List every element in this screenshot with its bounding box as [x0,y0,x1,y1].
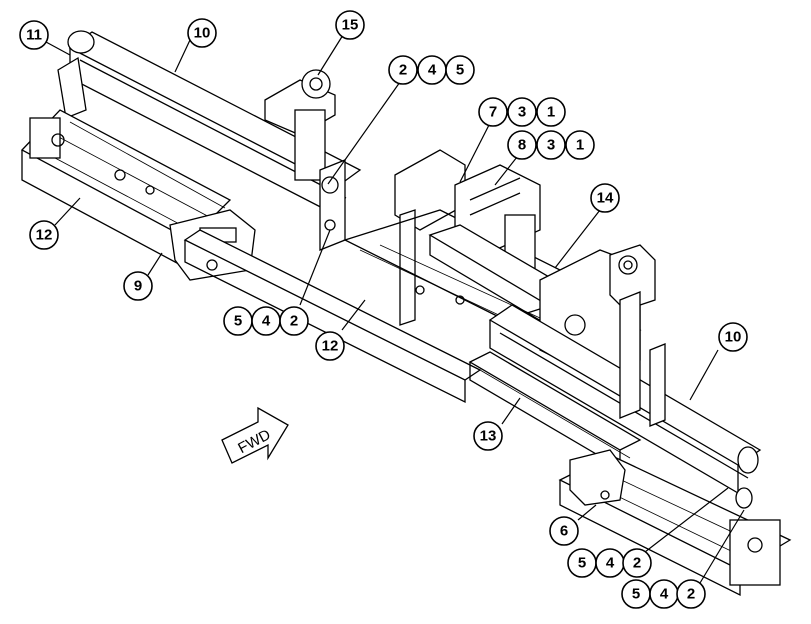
svg-text:5: 5 [456,62,464,79]
callout-10-lower: 10 [718,322,748,352]
svg-text:2: 2 [290,313,298,330]
svg-text:2: 2 [687,586,695,603]
callout-group-7-3-1: 7 3 1 [478,97,566,127]
callout-group-5-4-2-center: 5 4 2 [223,306,309,336]
svg-text:4: 4 [428,62,437,79]
callout-15: 15 [335,10,365,40]
svg-text:8: 8 [518,137,526,154]
callout-11: 11 [19,20,49,50]
callout-9: 9 [123,271,153,301]
svg-text:11: 11 [26,27,42,44]
svg-text:2: 2 [399,62,407,79]
svg-text:14: 14 [597,190,614,207]
svg-text:1: 1 [547,104,555,121]
callout-6: 6 [549,516,579,546]
frame-line-art [20,30,792,597]
svg-text:12: 12 [322,338,339,355]
svg-text:5: 5 [234,313,242,330]
svg-text:1: 1 [576,137,584,154]
svg-text:5: 5 [578,555,586,572]
svg-text:2: 2 [633,555,641,572]
callout-12-left: 12 [29,220,59,250]
callout-group-2-4-5: 2 4 5 [388,55,475,85]
svg-text:9: 9 [134,278,142,295]
svg-text:4: 4 [660,586,669,603]
svg-text:15: 15 [342,17,359,34]
callout-12-center: 12 [315,331,345,361]
svg-text:6: 6 [560,523,568,540]
callout-group-5-4-2-right-upper: 5 4 2 [567,548,652,578]
svg-text:10: 10 [725,329,742,346]
svg-text:4: 4 [606,555,615,572]
callout-14: 14 [590,183,620,213]
callout-10-upper: 10 [187,18,217,48]
callout-13: 13 [473,421,503,451]
svg-text:12: 12 [36,227,53,244]
svg-text:4: 4 [262,313,271,330]
svg-text:13: 13 [480,428,497,445]
svg-text:3: 3 [518,104,526,121]
forward-direction-arrow: FWD [221,406,289,464]
svg-text:7: 7 [489,104,497,121]
leader-lines [45,34,745,584]
svg-text:3: 3 [547,137,555,154]
svg-text:10: 10 [194,25,211,42]
callout-group-5-4-2-right-lower: 5 4 2 [621,579,706,609]
svg-text:5: 5 [632,586,640,603]
callout-group-8-3-1: 8 3 1 [507,130,595,160]
